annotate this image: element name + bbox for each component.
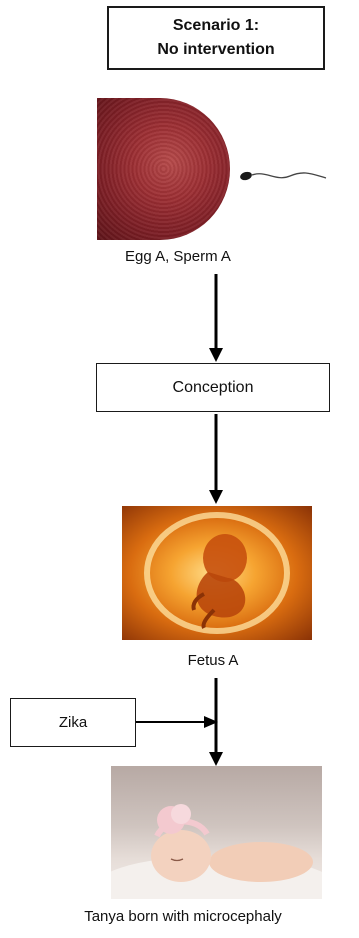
conception-label: Conception bbox=[173, 379, 254, 397]
fetus-illustration bbox=[122, 506, 312, 640]
newborn-image bbox=[111, 766, 322, 899]
sperm-image bbox=[238, 160, 328, 196]
fetus-image bbox=[122, 506, 312, 640]
zika-label: Zika bbox=[59, 714, 87, 731]
scenario-title-box: Scenario 1: No intervention bbox=[107, 6, 325, 70]
egg-image bbox=[97, 98, 230, 240]
arrow-conception-to-fetus bbox=[206, 412, 226, 506]
zika-box: Zika bbox=[10, 698, 136, 747]
fetus-caption: Fetus A bbox=[153, 652, 273, 669]
arrow-egg-to-conception bbox=[206, 272, 226, 364]
egg-sperm-caption: Egg A, Sperm A bbox=[118, 248, 238, 265]
outcome-caption: Tanya born with microcephaly bbox=[8, 908, 358, 925]
conception-box: Conception bbox=[96, 363, 330, 412]
scenario-title-line1: Scenario 1: bbox=[173, 14, 259, 38]
newborn-illustration bbox=[111, 766, 322, 899]
arrow-fetus-to-birth bbox=[206, 676, 226, 768]
scenario-title-line2: No intervention bbox=[157, 38, 274, 62]
